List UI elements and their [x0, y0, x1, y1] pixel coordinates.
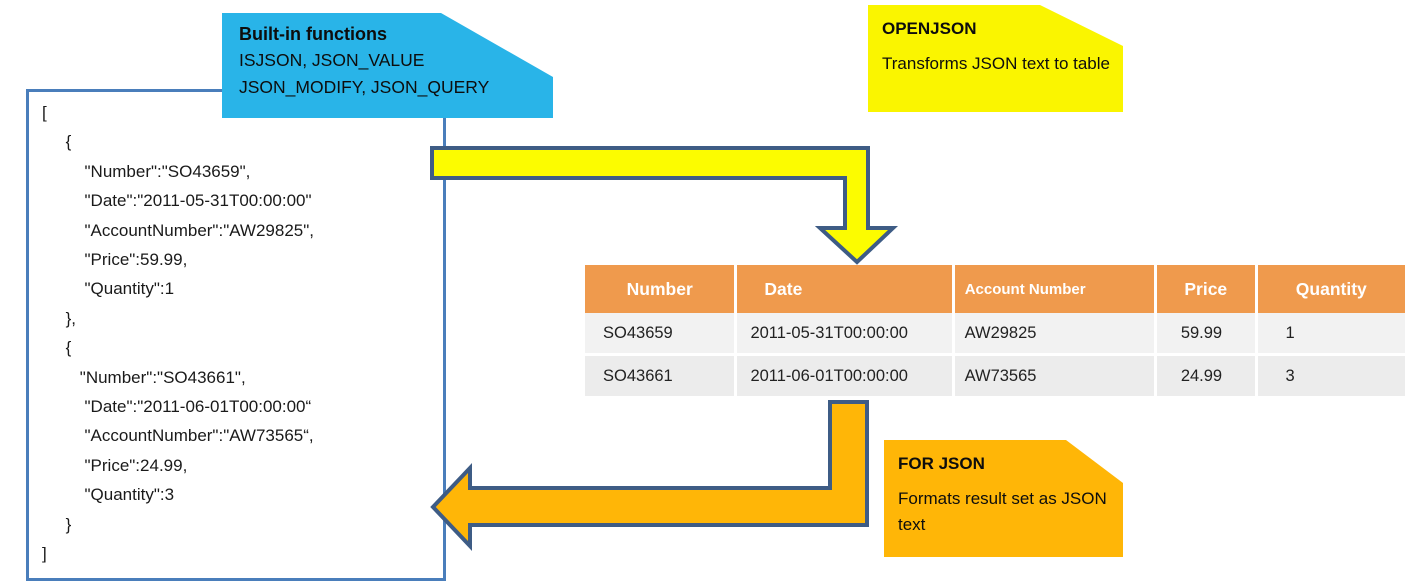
table-cell: 24.99: [1156, 356, 1255, 396]
json-line: "Price":59.99,: [42, 250, 188, 270]
json-line: }: [42, 514, 72, 534]
openjson-arrow: [430, 146, 899, 265]
forjson-description: Formats result set as JSON text: [898, 489, 1107, 534]
column-header-quantity: Quantity: [1257, 265, 1405, 313]
table-cell: SO43661: [585, 356, 735, 396]
column-header-price: Price: [1156, 265, 1255, 313]
json-line: {: [42, 338, 72, 358]
builtin-functions-title: Built-in functions: [239, 24, 387, 44]
json-line: {: [42, 132, 72, 152]
json-line: "Number":"SO43659",: [42, 161, 251, 181]
json-line: "Quantity":3: [42, 485, 175, 505]
json-line: "Number":"SO43661",: [42, 367, 246, 387]
json-line: },: [42, 308, 77, 328]
builtin-functions-callout: Built-in functions ISJSON, JSON_VALUE JS…: [222, 13, 553, 118]
column-header-account-number: Account Number: [954, 265, 1154, 313]
table-cell: 2011-06-01T00:00:00: [737, 356, 952, 396]
table-cell: 2011-05-31T00:00:00: [737, 313, 952, 353]
builtin-functions-line2: JSON_MODIFY, JSON_QUERY: [239, 77, 490, 97]
json-line: "Date":"2011-05-31T00:00:00": [42, 191, 312, 211]
table-cell: AW29825: [954, 313, 1154, 353]
table-cell: 1: [1257, 313, 1405, 353]
table-cell: 59.99: [1156, 313, 1255, 353]
forjson-callout: FOR JSON Formats result set as JSON text: [884, 440, 1123, 557]
json-line: ]: [42, 544, 47, 564]
openjson-description: Transforms JSON text to table: [882, 54, 1110, 73]
json-line: "Date":"2011-06-01T00:00:00“: [42, 397, 312, 417]
column-header-number: Number: [585, 265, 735, 313]
openjson-callout: OPENJSON Transforms JSON text to table: [868, 5, 1123, 112]
json-document: [ { "Number":"SO43659", "Date":"2011-05-…: [42, 98, 443, 569]
json-line: "AccountNumber":"AW73565“,: [42, 426, 314, 446]
json-line: [: [42, 103, 47, 122]
table-cell: 3: [1257, 356, 1405, 396]
forjson-arrow: [430, 400, 869, 552]
column-header-date: Date: [737, 265, 952, 313]
builtin-functions-line1: ISJSON, JSON_VALUE: [239, 50, 425, 70]
json-line: "AccountNumber":"AW29825",: [42, 220, 315, 240]
table-cell: AW73565: [954, 356, 1154, 396]
json-line: "Quantity":1: [42, 279, 175, 299]
forjson-title: FOR JSON: [898, 454, 985, 473]
json-line: "Price":24.99,: [42, 455, 188, 475]
table-cell: SO43659: [585, 313, 735, 353]
json-text-box: [ { "Number":"SO43659", "Date":"2011-05-…: [26, 89, 446, 581]
openjson-title: OPENJSON: [882, 19, 977, 38]
